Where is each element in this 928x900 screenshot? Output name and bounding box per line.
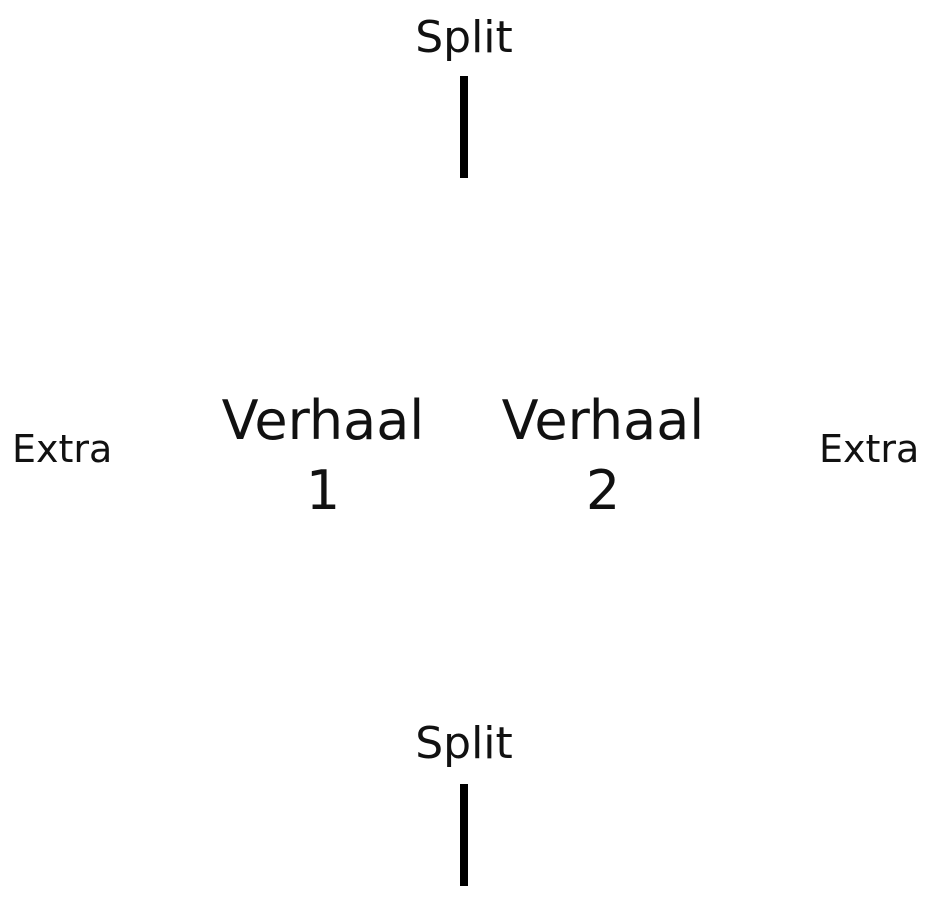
- split-top-label: Split: [415, 12, 513, 63]
- story-2-title: Verhaal: [501, 389, 705, 452]
- split-bottom-marker: [460, 784, 468, 886]
- story-1-title: Verhaal: [221, 389, 425, 452]
- extra-left-label: Extra: [12, 427, 113, 471]
- story-1-number: 1: [305, 459, 341, 522]
- story-1-node: Verhaal 1: [193, 386, 453, 526]
- story-2-node: Verhaal 2: [473, 386, 733, 526]
- split-top-marker: [460, 76, 468, 178]
- split-bottom-label: Split: [415, 718, 513, 769]
- story-2-number: 2: [585, 459, 621, 522]
- extra-right-label: Extra: [819, 427, 920, 471]
